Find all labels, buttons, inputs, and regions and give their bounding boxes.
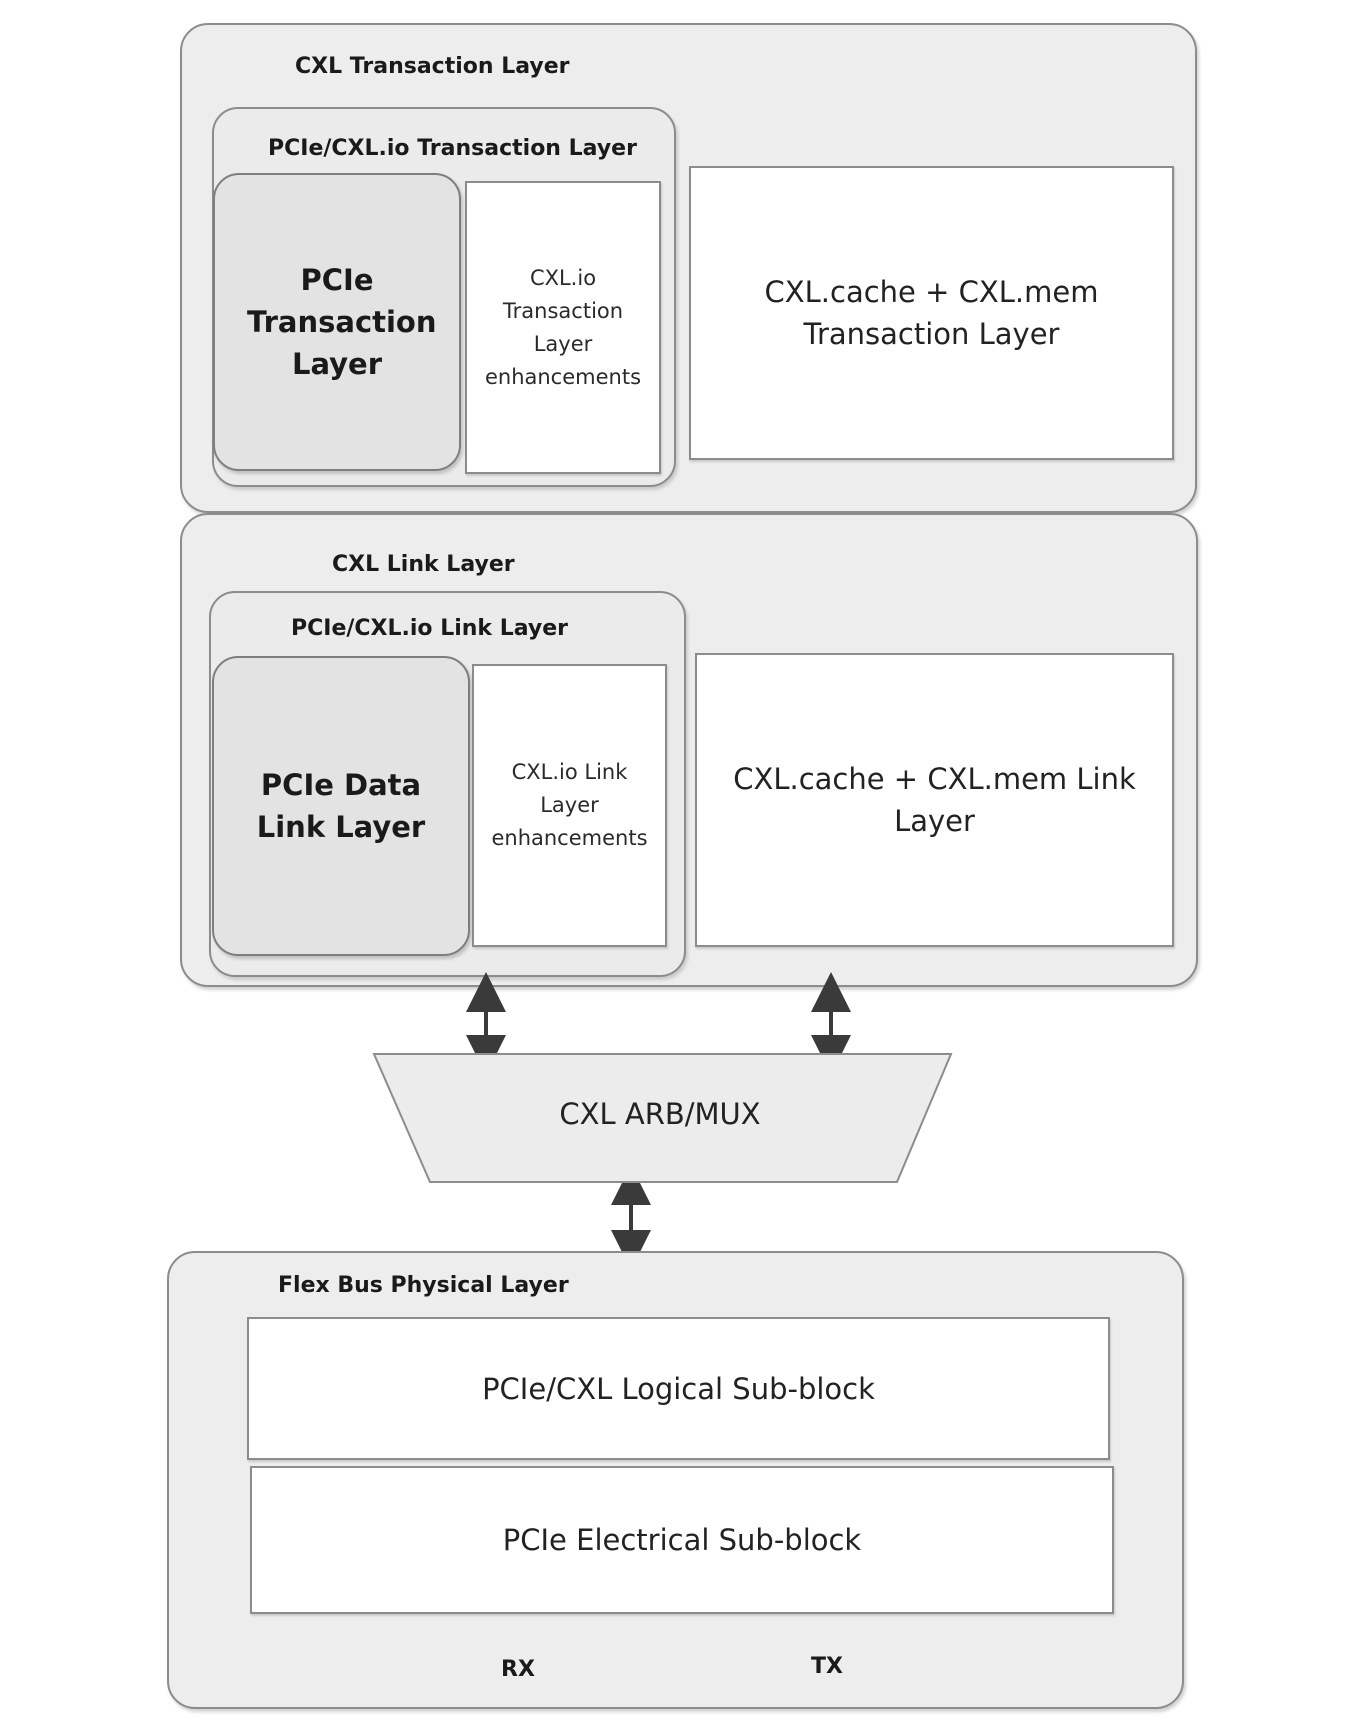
pcie-transaction-layer-label: PCIe Transaction Layer: [247, 263, 437, 381]
pcie-cxl-logical-subblock-label: PCIe/CXL Logical Sub-block: [482, 1371, 875, 1406]
cxl-io-link-enhancements-label: CXL.io Link Layer enhancements: [491, 760, 648, 850]
pcie-electrical-subblock-label: PCIe Electrical Sub-block: [502, 1523, 862, 1557]
tx-label: TX: [811, 1654, 843, 1679]
cxl-io-link-enhancements-block: CXL.io Link Layer enhancements: [472, 664, 667, 947]
cxl-cache-mem-transaction-label: CXL.cache + CXL.mem Transaction Layer: [764, 275, 1099, 351]
rx-label: RX: [501, 1657, 535, 1682]
pcie-cxl-io-transaction-layer-title: PCIe/CXL.io Transaction Layer: [268, 136, 637, 161]
pcie-cxl-io-link-layer-title: PCIe/CXL.io Link Layer: [291, 616, 569, 641]
flex-bus-physical-layer-title: Flex Bus Physical Layer: [278, 1273, 569, 1298]
pcie-data-link-layer-block: PCIe Data Link Layer: [212, 656, 470, 956]
cxl-transaction-layer-title: CXL Transaction Layer: [295, 54, 570, 79]
pcie-electrical-subblock: PCIe Electrical Sub-block: [250, 1466, 1114, 1614]
cxl-link-layer-title: CXL Link Layer: [332, 552, 515, 577]
pcie-transaction-layer-block: PCIe Transaction Layer: [213, 173, 461, 471]
cxl-cache-mem-transaction-block: CXL.cache + CXL.mem Transaction Layer: [689, 166, 1174, 460]
cxl-arb-mux-label: CXL ARB/MUX: [559, 1097, 761, 1131]
cxl-io-transaction-enhancements-label: CXL.io Transaction Layer enhancements: [484, 265, 642, 389]
cxl-cache-mem-link-block: CXL.cache + CXL.mem Link Layer: [695, 653, 1174, 947]
cxl-cache-mem-link-label: CXL.cache + CXL.mem Link Layer: [733, 762, 1136, 838]
cxl-io-transaction-enhancements-block: CXL.io Transaction Layer enhancements: [465, 181, 661, 474]
pcie-data-link-layer-label: PCIe Data Link Layer: [256, 768, 426, 844]
pcie-cxl-logical-subblock: PCIe/CXL Logical Sub-block: [247, 1317, 1110, 1460]
